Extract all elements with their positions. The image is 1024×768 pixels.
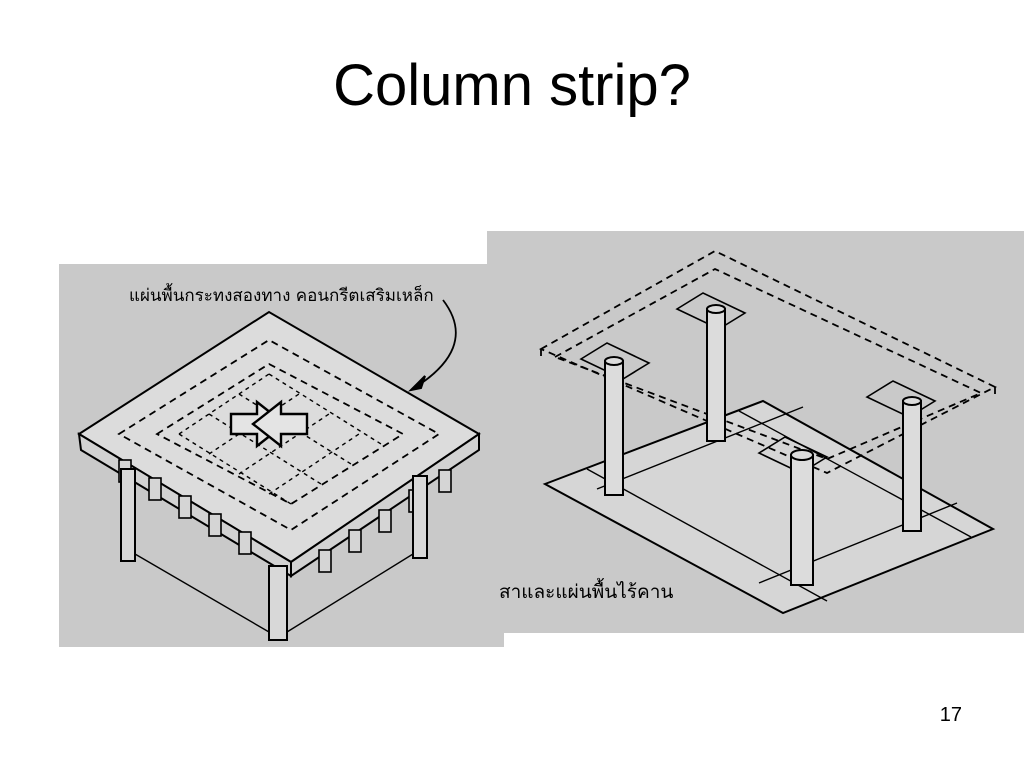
waffle-slab-drawing [77, 299, 481, 641]
label-arrowhead [407, 375, 426, 392]
flat-slab-label: สาและแผ่นพื้นไร้คาน [499, 581, 674, 603]
slab-outline-dashed [538, 249, 998, 474]
slab-columns [120, 468, 428, 641]
flat-slab-drawing [538, 249, 998, 615]
flat-slab-columns [604, 304, 922, 586]
ground-lines [134, 553, 414, 633]
waffle-slab-figure: แผ่นพื้นกระทงสองทาง คอนกรีตเสริมเหล็ก [59, 264, 504, 647]
column-strip-lines [117, 338, 441, 532]
waffle-slab-label: แผ่นพื้นกระทงสองทาง คอนกรีตเสริมเหล็ก [129, 286, 434, 306]
label-leader-arrow [410, 299, 457, 391]
slide-title: Column strip? [333, 53, 691, 118]
ground-plane [542, 399, 996, 615]
flat-slab-figure: สาและแผ่นพื้นไร้คาน [487, 231, 1024, 633]
drop-panels [579, 292, 937, 474]
two-way-arrows-icon [229, 399, 309, 449]
page-number: 17 [939, 704, 962, 726]
